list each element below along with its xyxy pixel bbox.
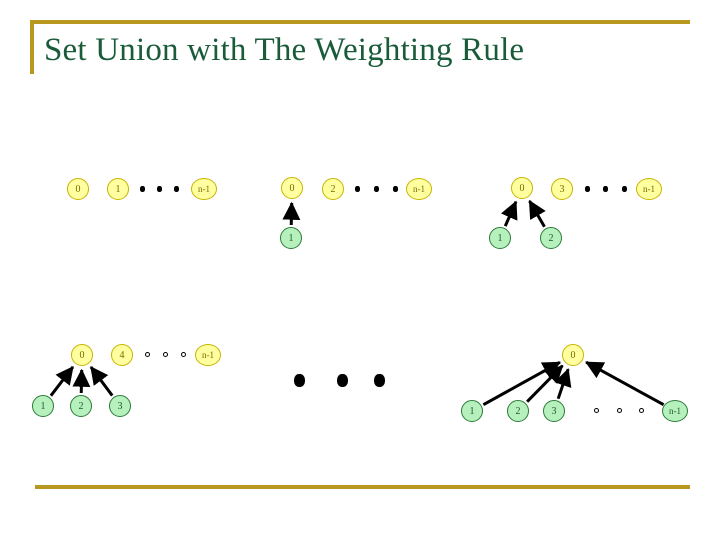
tree-edge-arrow	[89, 366, 114, 397]
tree-node-0: 0	[562, 344, 584, 366]
tree-node-2: 2	[540, 227, 562, 249]
tree-node-0: 0	[511, 177, 533, 199]
tree-edge-arrow	[500, 200, 518, 227]
ellipsis-dot	[157, 186, 162, 192]
tree-edge-arrow	[526, 364, 564, 403]
tree-edge-arrow	[482, 360, 561, 407]
bottom-rule	[35, 485, 690, 489]
tree-node-1: 1	[461, 400, 483, 422]
sequence-ellipsis-dot	[374, 374, 385, 387]
ellipsis-dot	[374, 186, 379, 192]
tree-node-n1: n-1	[195, 344, 221, 366]
ellipsis-dot	[585, 186, 590, 192]
ellipsis-dot	[603, 186, 608, 192]
tree-node-n1: n-1	[406, 178, 432, 200]
tree-node-1: 1	[280, 227, 302, 249]
ellipsis-dot	[622, 186, 627, 192]
tree-node-4: 4	[111, 344, 133, 366]
ellipsis-dot	[355, 186, 360, 192]
tree-edge-arrow	[49, 365, 75, 397]
ellipsis-dot	[163, 352, 168, 357]
tree-node-n1: n-1	[191, 178, 217, 200]
tree-node-3: 3	[551, 178, 573, 200]
tree-node-2: 2	[322, 178, 344, 200]
sequence-ellipsis-dot	[294, 374, 305, 387]
top-horizontal-rule	[30, 20, 690, 24]
tree-node-0: 0	[281, 177, 303, 199]
tree-node-1: 1	[32, 395, 54, 417]
ellipsis-dot	[594, 408, 599, 413]
ellipsis-dot	[145, 352, 150, 357]
tree-node-n1: n-1	[662, 400, 688, 422]
tree-edge-arrow	[528, 199, 546, 228]
tree-node-2: 2	[70, 395, 92, 417]
ellipsis-dot	[140, 186, 145, 192]
sequence-ellipsis-dot	[337, 374, 348, 387]
page-title: Set Union with The Weighting Rule	[44, 32, 525, 68]
tree-node-1: 1	[107, 178, 129, 200]
tree-edge-arrow	[554, 368, 572, 400]
tree-node-n1: n-1	[636, 178, 662, 200]
ellipsis-dot	[617, 408, 622, 413]
ellipsis-dot	[174, 186, 179, 192]
tree-edge-arrow	[585, 360, 665, 407]
tree-node-1: 1	[489, 227, 511, 249]
tree-node-3: 3	[543, 400, 565, 422]
tree-node-0: 0	[71, 344, 93, 366]
tree-node-3: 3	[109, 395, 131, 417]
ellipsis-dot	[393, 186, 398, 192]
top-left-vertical-rule	[30, 20, 34, 74]
tree-node-0: 0	[67, 178, 89, 200]
ellipsis-dot	[181, 352, 186, 357]
tree-node-2: 2	[507, 400, 529, 422]
ellipsis-dot	[639, 408, 644, 413]
